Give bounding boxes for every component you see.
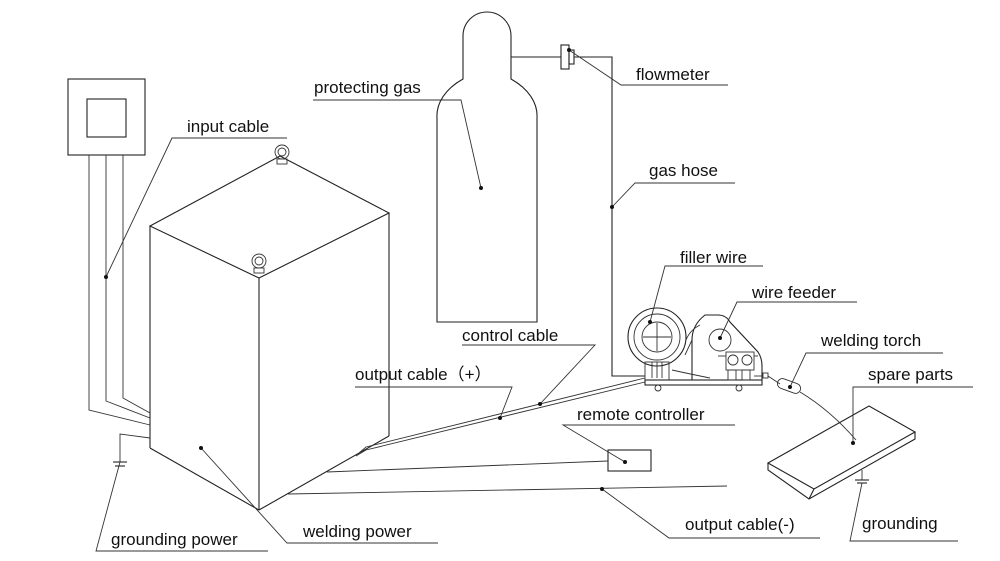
label-grounding-power: grounding power — [95, 461, 268, 552]
output-cable-negative-label: output cable(-) — [685, 515, 795, 534]
label-input-cable: input cable — [104, 117, 287, 279]
remote-controller — [326, 449, 652, 473]
label-flowmeter: flowmeter — [567, 48, 728, 86]
remote-controller-label: remote controller — [577, 405, 705, 424]
grounding-label: grounding — [862, 514, 938, 533]
output-cable-positive — [355, 377, 646, 457]
welding-torch-label: welding torch — [820, 331, 921, 350]
spare-parts-label: spare parts — [868, 365, 953, 384]
label-wire-feeder: wire feeder — [718, 283, 857, 340]
label-remote-controller: remote controller — [561, 405, 735, 464]
label-welding-power: welding power — [199, 446, 438, 544]
gas-cylinder — [436, 11, 538, 323]
welding-power-unit — [148, 155, 391, 511]
gas-hose-label: gas hose — [649, 161, 718, 180]
input-cable-wires — [88, 155, 151, 426]
label-welding-torch: welding torch — [788, 331, 943, 389]
lifting-eye-icon — [274, 144, 290, 165]
gas-hose — [511, 44, 645, 377]
input-cable-label: input cable — [187, 117, 269, 136]
label-protecting-gas: protecting gas — [313, 78, 483, 190]
filler-wire-label: filler wire — [680, 248, 747, 267]
label-spare-parts: spare parts — [851, 365, 973, 445]
label-output-cable-negative: output cable(-) — [600, 487, 820, 539]
label-gas-hose: gas hose — [610, 161, 735, 209]
label-output-cable-positive: output cable（+） — [355, 365, 513, 420]
welding-torch — [767, 375, 857, 441]
distribution-box — [67, 78, 146, 156]
workpiece-plate — [766, 405, 917, 500]
output-cable-positive-label: output cable（+） — [355, 365, 492, 384]
wire-feeder-unit — [627, 307, 769, 392]
control-cable-label: control cable — [462, 326, 558, 345]
output-cable-negative — [287, 485, 728, 495]
protecting-gas-label: protecting gas — [314, 78, 421, 97]
grounding-power-wire — [113, 433, 151, 467]
label-grounding: grounding — [849, 482, 958, 542]
label-filler-wire: filler wire — [648, 248, 763, 324]
lifting-eye-icon — [251, 253, 267, 274]
label-control-cable: control cable — [462, 326, 597, 406]
flowmeter-label: flowmeter — [636, 65, 710, 84]
wire-feeder-label: wire feeder — [751, 283, 836, 302]
grounding-power-label: grounding power — [111, 530, 238, 549]
welding-power-label: welding power — [302, 522, 412, 541]
